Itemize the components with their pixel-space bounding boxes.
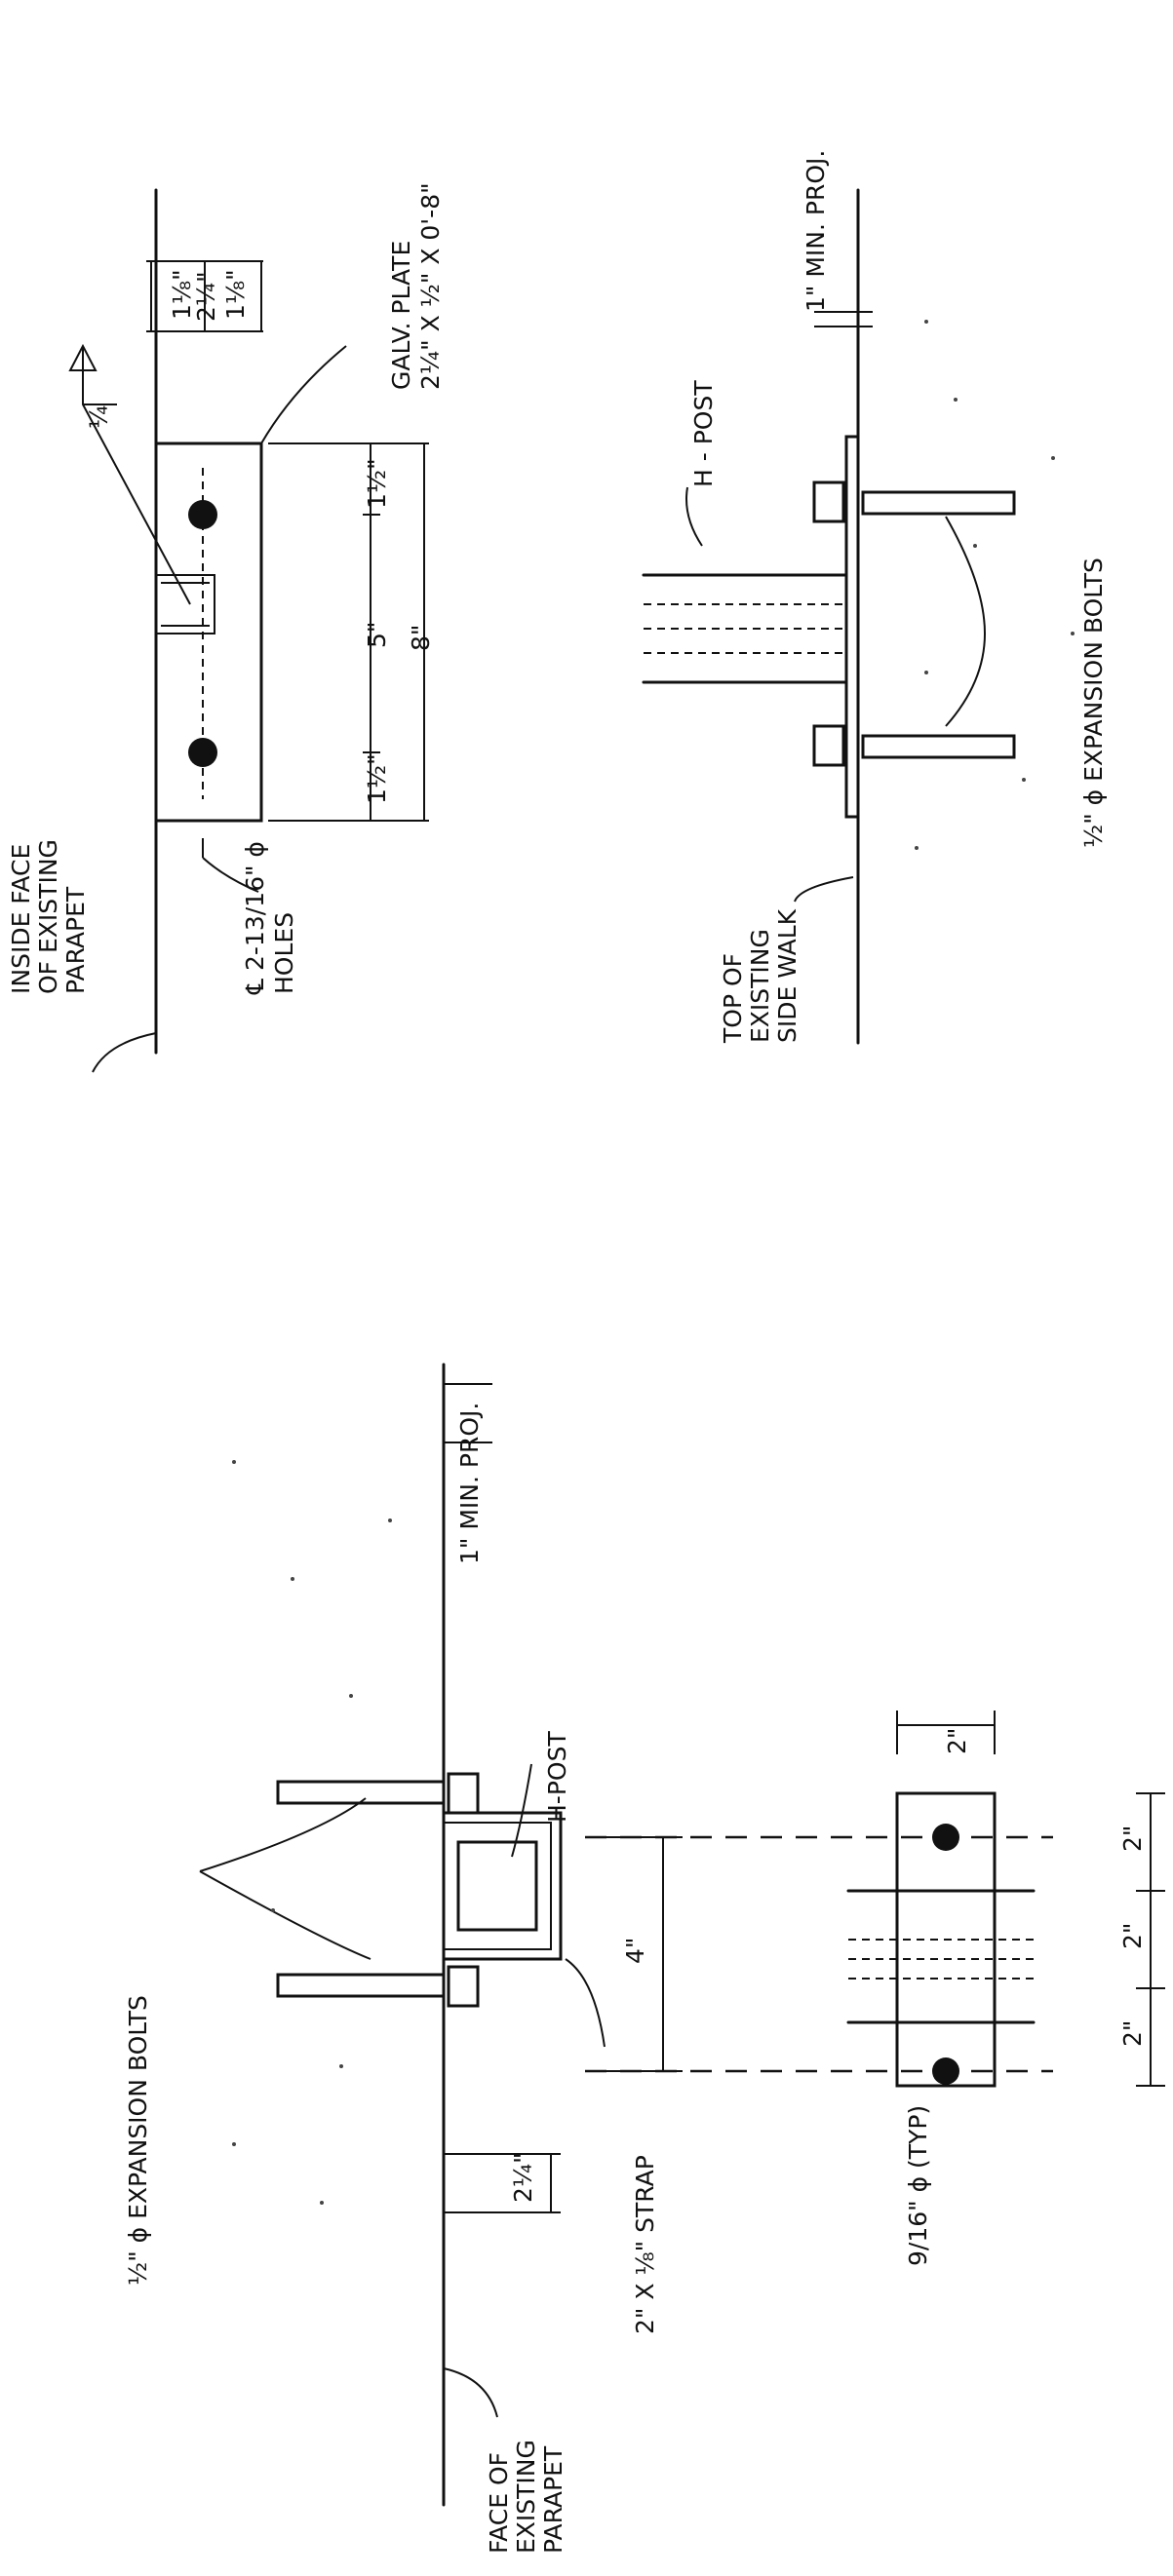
bolts-label-lower: ½" ϕ EXPANSION BOLTS	[124, 1995, 152, 2286]
dim-half-1: 1⅛"	[168, 269, 196, 320]
sidewalk-label: TOP OF EXISTING SIDE WALK	[719, 908, 802, 1044]
parapet-face-label: INSIDE FACE OF EXISTING PARAPET	[7, 831, 90, 994]
parapet-face-label-lower: FACE OF EXISTING PARAPET	[485, 2432, 567, 2554]
plan-dim-2: 2"	[1118, 1923, 1147, 1949]
min-proj-label-lower: 1" MIN. PROJ.	[455, 1403, 484, 1564]
weld-symbol	[82, 346, 191, 605]
min-proj-label: 1" MIN. PROJ.	[802, 150, 830, 312]
bolt-hole	[932, 2057, 959, 2085]
dim-center: 5"	[363, 622, 391, 648]
plan-hole-label: 9/16" ϕ (TYP)	[904, 2105, 932, 2266]
h-post-section	[155, 574, 215, 634]
hpost-label: H - POST	[689, 380, 718, 487]
h-post-section-lower	[456, 1840, 538, 1932]
expansion-bolt	[812, 724, 845, 767]
strap	[442, 1811, 563, 1961]
lower-plan: 2" 2" 2" 2" 9/16" ϕ (TYP)	[585, 1711, 1165, 2266]
expansion-bolt	[447, 1965, 480, 2008]
upper-plate-detail: ¼ 1⅛" 1⅛" 2¼" 1½" 5" 1½" 8" GALV. PLATE …	[7, 182, 445, 1073]
expansion-bolt	[812, 481, 845, 523]
dim-total: 2¼"	[192, 271, 220, 322]
holes-label: ℄ 2-13/16" ϕ HOLES	[241, 833, 298, 995]
dim-edge-1: 1½"	[363, 458, 391, 509]
base-plate	[844, 435, 860, 819]
plate-label: GALV. PLATE 2¼" X ½" X 0'-8"	[387, 182, 445, 390]
weld-label: ¼	[85, 405, 113, 429]
bolt-hole	[932, 1824, 959, 1851]
hpost-label-lower: H-POST	[543, 1731, 571, 1823]
plan-dim-3: 2"	[1118, 2020, 1147, 2047]
dim-spacing: 4"	[621, 1938, 649, 1964]
dim-half-2: 1⅛"	[221, 269, 250, 320]
plan-dim-1: 2"	[1118, 1826, 1147, 1852]
dim-edge-2: 1½"	[363, 753, 391, 804]
bolts-label: ½" ϕ EXPANSION BOLTS	[1079, 557, 1108, 848]
expansion-bolt	[447, 1772, 480, 1815]
lower-parapet-section: ½" ϕ EXPANSION BOLTS H-POST 1" MIN. PROJ…	[124, 1363, 683, 2554]
strap-label: 2" X ⅛" STRAP	[631, 2155, 659, 2334]
bolt-hole	[188, 738, 217, 767]
upper-sidewalk-section: H - POST 1" MIN. PROJ. TOP OF EXISTING S…	[642, 150, 1108, 1045]
dim-overall: 8"	[407, 625, 435, 651]
dim-offset: 2¼"	[509, 2152, 537, 2203]
plan-dim-width: 2"	[943, 1728, 971, 1754]
